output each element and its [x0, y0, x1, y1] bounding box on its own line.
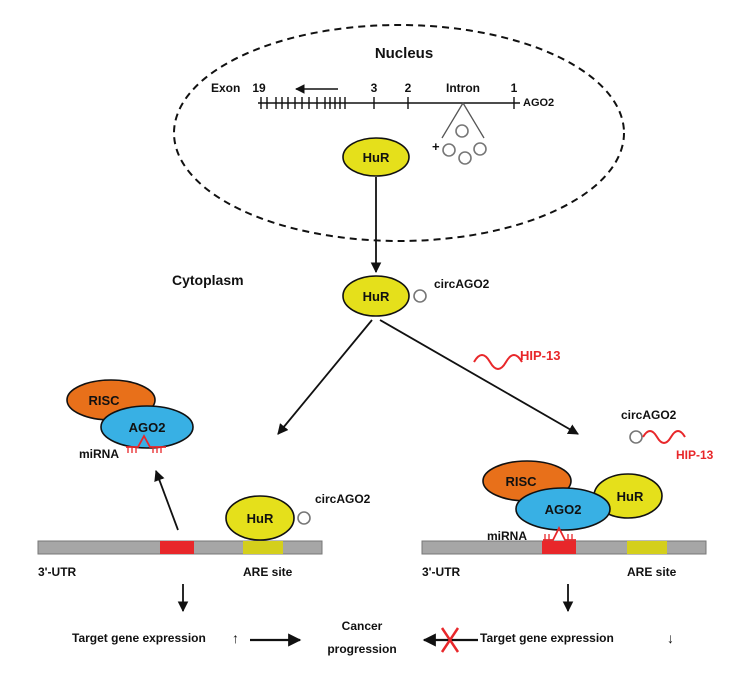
block-x-mark: [440, 627, 460, 653]
hip13-label: HIP-13: [520, 348, 560, 363]
hip13-wave: [473, 354, 523, 370]
down-arrow-glyph: ↓: [667, 630, 674, 646]
circago2-label-left: circAGO2: [315, 492, 371, 506]
exon-number-1: 1: [511, 81, 518, 95]
svg-text:HuR: HuR: [363, 150, 390, 165]
ago2-gene: Exon 19 3 2 Intron 1 AGO2: [211, 81, 554, 139]
target-expression-up: Target gene expression: [72, 631, 206, 645]
right-mrna: [421, 540, 707, 555]
hur-nuclear: HuR: [342, 137, 410, 177]
target-expression-down: Target gene expression: [480, 631, 614, 645]
svg-text:HuR: HuR: [247, 511, 274, 526]
plus-sign: +: [432, 139, 440, 154]
hur-circago2-on-mrna: HuR: [225, 495, 311, 541]
utr-label-left: 3'-UTR: [38, 565, 77, 579]
svg-text:AGO2: AGO2: [129, 420, 166, 435]
right-complex: RISC HuR AGO2: [482, 460, 663, 531]
circago2-label-right: circAGO2: [621, 408, 677, 422]
nucleus-label: Nucleus: [375, 45, 433, 62]
right-mirna: [543, 525, 576, 541]
left-mrna: [37, 540, 323, 555]
right-branch-arrow: [379, 319, 579, 435]
nucleus-membrane: [173, 24, 625, 242]
exon-number-19: 19: [252, 81, 266, 95]
left-branch-arrow: [277, 319, 373, 435]
svg-text:HuR: HuR: [363, 289, 390, 304]
circago2-label-top: circAGO2: [434, 277, 490, 291]
cytoplasm-label: Cytoplasm: [172, 272, 244, 288]
up-arrow-glyph: ↑: [232, 630, 239, 646]
svg-text:AGO2: AGO2: [545, 502, 582, 517]
svg-text:RISC: RISC: [88, 393, 120, 408]
mirna-label-left: miRNA: [79, 447, 119, 461]
release-arrow: [154, 469, 179, 531]
released-risc-complex: RISC AGO2: [66, 379, 194, 453]
exon-label: Exon: [211, 81, 240, 95]
right-are-site: [627, 541, 667, 554]
exon-ticks: [260, 97, 515, 109]
cancer-progression-line2: progression: [327, 642, 396, 656]
utr-label-right: 3'-UTR: [422, 565, 461, 579]
are-label-right: ARE site: [627, 565, 677, 579]
are-label-left: ARE site: [243, 565, 293, 579]
left-are-site: [243, 541, 283, 554]
svg-text:RISC: RISC: [505, 474, 537, 489]
circrna-molecules: [442, 124, 487, 165]
intron-label: Intron: [446, 81, 480, 95]
hip13-label-right: HIP-13: [676, 448, 714, 462]
exon-number-2: 2: [405, 81, 412, 95]
circago2-right: [629, 430, 643, 444]
cancer-progression-line1: Cancer: [342, 619, 383, 633]
gene-name-label: AGO2: [523, 97, 554, 109]
hip13-wave-right: [642, 430, 686, 444]
hur-circago2-complex: HuR: [342, 275, 427, 317]
left-mirna-site: [160, 541, 194, 554]
right-mirna-site: [542, 541, 576, 554]
svg-text:HuR: HuR: [617, 489, 644, 504]
exon-number-3: 3: [371, 81, 378, 95]
mirna-label-right: miRNA: [487, 529, 527, 543]
